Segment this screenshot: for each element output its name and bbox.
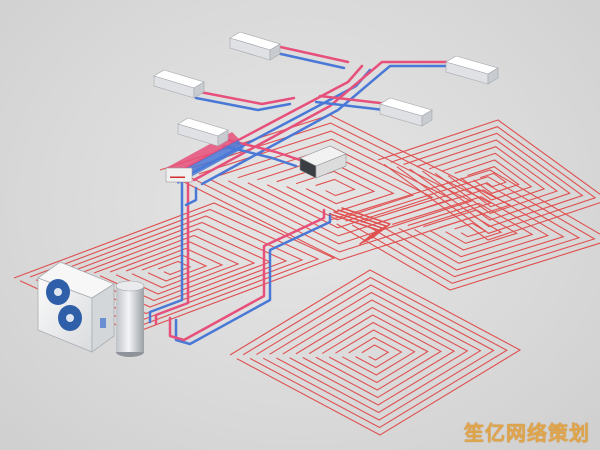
hot-branch-center bbox=[226, 138, 302, 162]
cold-pipe-riser-2 bbox=[200, 64, 452, 186]
fan-coil-unit bbox=[229, 31, 281, 61]
hot-pipe-riser-2 bbox=[192, 60, 450, 182]
hot-branch-top bbox=[274, 44, 350, 64]
fan-coil-unit bbox=[153, 69, 205, 99]
hot-pipe-return bbox=[168, 208, 326, 342]
water-tank bbox=[115, 280, 145, 357]
fan-coil-unit bbox=[177, 117, 229, 147]
fan-coil-unit bbox=[445, 55, 499, 85]
manifold-outlets bbox=[329, 207, 391, 245]
hot-pipe-main bbox=[154, 180, 190, 326]
fan-coil-unit bbox=[379, 97, 433, 127]
hot-branch-left bbox=[198, 90, 296, 106]
cold-branch-top bbox=[270, 50, 346, 70]
floor-coil-middle bbox=[329, 169, 600, 291]
cold-branch-left bbox=[194, 96, 292, 112]
pipe-network bbox=[148, 44, 452, 346]
heat-pump-unit bbox=[37, 261, 115, 353]
watermark-text: 笙亿网络策划 bbox=[464, 421, 590, 445]
floor-coil-front bbox=[229, 269, 522, 436]
fan-icon bbox=[58, 305, 82, 331]
cold-pipe-main bbox=[148, 176, 184, 324]
ducted-fan-coil-unit bbox=[299, 145, 347, 179]
svg-text:▬▬▬: ▬▬▬ bbox=[170, 174, 185, 180]
fan-coil-units bbox=[153, 31, 499, 179]
cold-branch-right bbox=[314, 100, 386, 112]
floor-coil-right bbox=[377, 119, 600, 241]
cold-pipe-return bbox=[174, 186, 332, 346]
hot-branch-right bbox=[318, 94, 390, 106]
fan-icon bbox=[46, 279, 70, 305]
